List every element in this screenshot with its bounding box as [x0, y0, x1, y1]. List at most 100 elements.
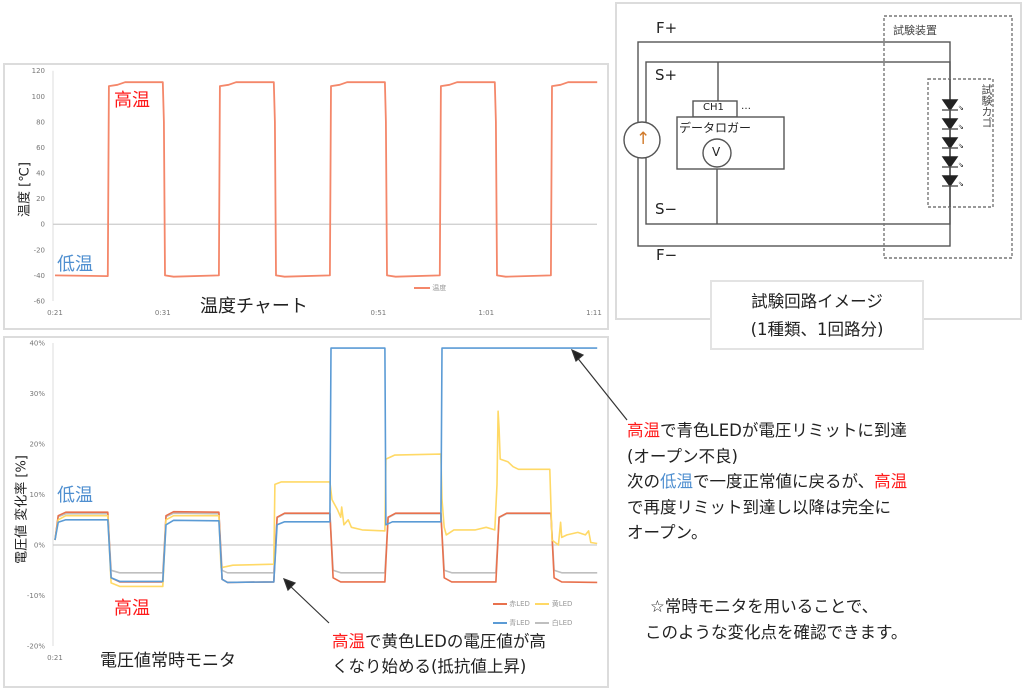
- annotation-text: で青色LEDが電圧リミットに到達: [660, 421, 907, 440]
- monitoring-note: ☆常時モニタを用いることで、 このような変化点を確認できます。: [645, 594, 907, 645]
- annotation-high-temp: 高温: [627, 421, 660, 440]
- y-tick-label: 100: [32, 93, 45, 101]
- annotation-text: オープン。: [627, 523, 708, 542]
- test-cage-label: 試験カゴ: [980, 84, 993, 128]
- current-source-arrow-icon: ↑: [636, 129, 651, 149]
- current-source-symbol: [623, 121, 661, 159]
- y-tick-label: 0%: [34, 542, 45, 550]
- x-tick-label: 0:21: [47, 654, 63, 662]
- low-temp-label: 低温: [57, 254, 93, 275]
- test-cage-boundary: [927, 78, 994, 208]
- yellow-led-annotation: 高温で黄色LEDの電圧値が高 くなり始める(抵抗値上昇): [328, 627, 550, 681]
- led-diode-icon: [941, 175, 959, 188]
- note-line-2: このような変化点を確認できます。: [645, 622, 908, 642]
- x-tick-label: 1:11: [586, 309, 602, 317]
- led-diode-icon: [941, 137, 959, 150]
- annotation-text: (オープン不良): [627, 446, 738, 466]
- legend-label-red: 赤LED: [509, 600, 530, 608]
- annotation-text: で一度正常値に戻るが、: [693, 472, 875, 491]
- f-plus-label: F+: [656, 19, 678, 37]
- data-logger-label: データロガー: [679, 121, 752, 135]
- circuit-diagram: ⇘ ⇘ ⇘ ⇘ ⇘: [623, 15, 1013, 259]
- y-tick-label: 10%: [29, 491, 45, 499]
- more-channels-ellipsis: …: [741, 101, 751, 112]
- low-temp-label-voltage: 低温: [57, 485, 93, 506]
- y-tick-label: 20: [36, 195, 45, 203]
- data-logger-box: [676, 116, 785, 170]
- channel-label: CH1: [703, 102, 724, 113]
- y-tick-label: -60: [34, 298, 45, 306]
- annotation-text: で再度リミット到達し以降は完全に: [627, 497, 891, 517]
- arrow-blue-open: [575, 355, 628, 421]
- voltage-change-chart: 40% 30% 20% 10% 0% -10% -20%0:21: [27, 340, 598, 662]
- light-emission-icon: ⇘: [958, 142, 964, 150]
- annotation-high-temp: 高温: [332, 632, 365, 651]
- high-temp-label: 高温: [114, 90, 150, 111]
- y-tick-label: 40: [36, 170, 45, 178]
- voltmeter-symbol: [702, 138, 732, 168]
- note-line-1: ☆常時モニタを用いることで、: [650, 597, 879, 616]
- led-diode-icon: [941, 156, 959, 169]
- y-tick-label: 40%: [29, 340, 45, 348]
- y-tick-label: 120: [32, 67, 45, 75]
- x-tick-label: 0:31: [155, 309, 171, 317]
- annotation-text: で黄色LEDの電圧値が高: [365, 632, 546, 651]
- voltmeter-label: V: [712, 145, 721, 159]
- y-tick-label: 80: [36, 118, 45, 126]
- annotation-arrows: [282, 348, 628, 624]
- annotation-low-temp: 低温: [660, 472, 693, 491]
- temperature-chart: 120 100 80 60 40 20 0 -20 -40 -600:21 0:31 0:51 1:01…: [32, 67, 602, 317]
- annotation-text: くなり始める(抵抗値上昇): [332, 657, 527, 676]
- blue-led-annotation: 高温で青色LEDが電圧リミットに到達 (オープン不良) 次の低温で一度正常値に戻…: [627, 418, 907, 546]
- led-string: ⇘ ⇘ ⇘ ⇘ ⇘: [941, 79, 964, 207]
- x-tick-label: 0:51: [371, 309, 387, 317]
- y-tick-label: 30%: [29, 390, 45, 398]
- temperature-legend: 温度: [414, 283, 446, 293]
- legend-swatch-white: [535, 622, 550, 624]
- temperature-chart-panel: [3, 63, 609, 330]
- test-device-label: 試験装置: [893, 24, 937, 37]
- s-minus-label: S−: [655, 200, 678, 218]
- annotation-high-temp: 高温: [874, 472, 908, 491]
- temperature-y-axis-title: 温度 [℃]: [17, 162, 33, 217]
- voltage-legend: 赤LED 黄LED 青LED 白LED: [493, 595, 572, 633]
- light-emission-icon: ⇘: [958, 123, 964, 131]
- caption-line-1: 試験回路イメージ: [751, 292, 883, 311]
- y-tick-label: -40: [34, 272, 45, 280]
- f-minus-label: F−: [656, 246, 678, 264]
- temperature-chart-title: 温度チャート: [200, 296, 308, 317]
- legend-label-temperature: 温度: [432, 284, 447, 292]
- y-tick-label: -20%: [27, 643, 45, 651]
- legend-label-yellow: 黄LED: [551, 600, 573, 608]
- annotation-text: 次の: [627, 472, 660, 491]
- voltage-chart-title: 電圧値常時モニタ: [100, 651, 236, 671]
- y-tick-label: -20: [34, 246, 45, 254]
- legend-swatch-red: [493, 603, 507, 605]
- led-diode-icon: [941, 99, 959, 112]
- x-tick-label: 0:21: [47, 309, 63, 317]
- legend-swatch-temperature: [414, 287, 430, 289]
- series-line-温度: [54, 81, 598, 278]
- series-line-黄LED: [54, 410, 598, 588]
- y-tick-label: 60: [36, 144, 45, 152]
- arrow-yellow-rise: [287, 583, 330, 624]
- y-tick-label: 20%: [29, 441, 45, 449]
- y-tick-label: -10%: [27, 592, 45, 600]
- legend-label-blue: 青LED: [509, 619, 530, 627]
- s-plus-label: S+: [655, 66, 678, 84]
- arrow-head-icon: [282, 577, 297, 592]
- led-diode-icon: [941, 118, 959, 131]
- light-emission-icon: ⇘: [958, 180, 964, 188]
- arrow-head-icon: [570, 348, 585, 363]
- y-tick-label: 0: [41, 221, 45, 229]
- light-emission-icon: ⇘: [958, 104, 964, 112]
- voltage-y-axis-title: 電圧値 変化率 [%]: [14, 455, 30, 564]
- high-temp-label-voltage: 高温: [114, 598, 150, 619]
- x-tick-label: 1:01: [478, 309, 494, 317]
- light-emission-icon: ⇘: [958, 161, 964, 169]
- legend-label-white: 白LED: [551, 619, 573, 627]
- circuit-caption: 試験回路イメージ (1種類、1回路分): [710, 280, 924, 350]
- legend-swatch-blue: [493, 622, 507, 624]
- series-line-青LED: [54, 347, 598, 584]
